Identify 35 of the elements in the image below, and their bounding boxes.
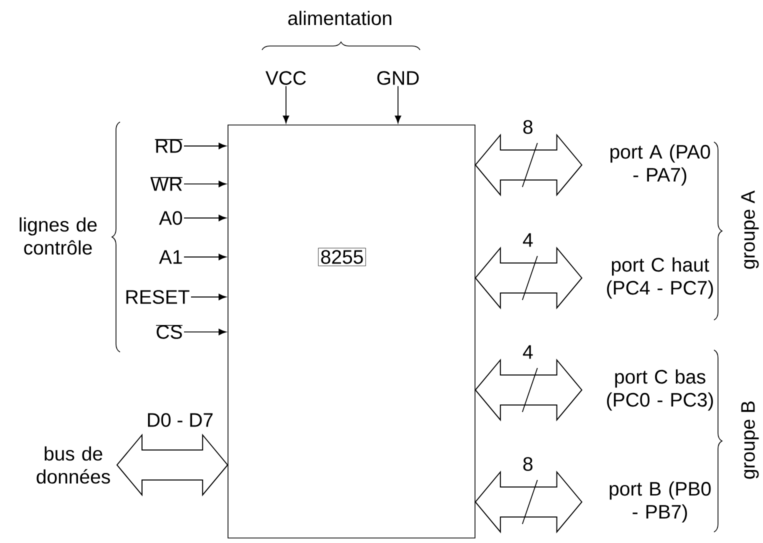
pin-label: WR	[150, 177, 183, 191]
chip-box	[228, 124, 476, 538]
pin-label: VCC	[266, 71, 306, 85]
pin-label: A1	[159, 250, 182, 264]
edge-label: 8	[523, 457, 532, 471]
group-label: lignes de contrôle	[20, 217, 97, 255]
pin-label: RESET	[126, 290, 190, 304]
chip-label: 8255	[318, 248, 366, 266]
bus-label: bus de données	[36, 446, 110, 484]
edge-label: 4	[522, 345, 533, 359]
port-label: port C bas (PC0 - PC3)	[607, 369, 713, 411]
group-label: alimentation	[288, 10, 392, 26]
arrow	[184, 254, 226, 260]
bus-arrow	[474, 134, 582, 196]
edge-label: 4	[522, 233, 533, 247]
pin-label: GND	[377, 71, 419, 85]
arrow	[394, 86, 402, 124]
bus-arrow	[474, 470, 582, 534]
port-label: port A (PA0 - PA7)	[610, 144, 710, 186]
port-label: port C haut (PC4 - PC7)	[607, 257, 713, 299]
edge-label: D0 - D7	[148, 413, 213, 427]
arrow	[184, 180, 226, 188]
arrow	[282, 86, 290, 124]
bus-arrow	[474, 246, 582, 310]
port-label: port B (PB0 - PB7)	[610, 481, 711, 523]
arrow	[184, 142, 226, 150]
pin-label: CS	[156, 324, 183, 339]
bus-arrow	[474, 358, 582, 422]
arrow	[190, 294, 226, 300]
pin-label: A0	[159, 211, 182, 225]
edge-label: 8	[523, 120, 532, 134]
arrow	[184, 328, 226, 336]
group-label: groupe A	[741, 190, 759, 269]
group-label: groupe B	[741, 401, 759, 479]
arrow	[184, 214, 226, 222]
